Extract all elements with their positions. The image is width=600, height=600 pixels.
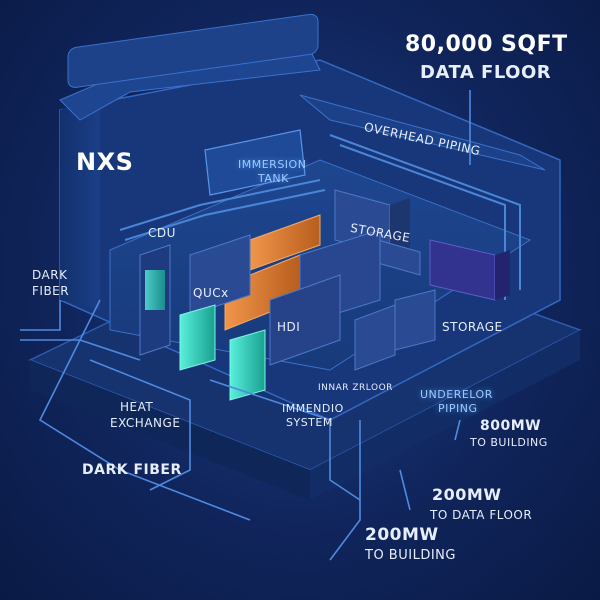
hdi-label: HDI bbox=[277, 320, 301, 334]
power-200-floor-label: 200MW bbox=[432, 485, 502, 504]
power-200-floor-label-2: TO DATA FLOOR bbox=[430, 508, 533, 522]
immersion-tank-label-2: TANK bbox=[258, 172, 289, 185]
dark-fiber-bottom-label: DARK FIBER bbox=[82, 462, 182, 478]
storage-racks-right bbox=[354, 239, 510, 371]
underfloor-piping-label-2: PIPING bbox=[438, 402, 478, 415]
brand-label: NXS bbox=[76, 148, 134, 176]
power-800-label: 800MW bbox=[480, 418, 542, 434]
qucx-label: QUCx bbox=[193, 286, 229, 300]
floor-area-title: 80,000 SQFT bbox=[405, 32, 568, 57]
dark-fiber-left-label-2: FIBER bbox=[32, 284, 70, 298]
blue-racks-center bbox=[189, 229, 381, 366]
immersion-tank bbox=[204, 129, 306, 196]
power-200-building-label-2: TO BUILDING bbox=[365, 548, 456, 563]
heat-exchange-label-2: EXCHANGE bbox=[110, 416, 181, 430]
floor-area-subtitle: DATA FLOOR bbox=[420, 62, 552, 83]
piping-and-leader-lines bbox=[20, 90, 471, 561]
underfloor-piping-label: UNDERELOR bbox=[420, 388, 493, 401]
heat-exchange-label: HEAT bbox=[120, 400, 154, 414]
cdu-units bbox=[139, 244, 266, 401]
immersion-system-label-2: SYSTEM bbox=[286, 416, 333, 429]
cdu-label: CDU bbox=[148, 226, 176, 240]
power-200-building-label: 200MW bbox=[365, 525, 439, 545]
immersion-system-label: IMMENDIO bbox=[282, 402, 344, 415]
storage-right-label: STORAGE bbox=[442, 320, 503, 334]
dark-fiber-left-label: DARK bbox=[32, 268, 68, 282]
inner-floor-label: INNAR ZRLOOR bbox=[318, 383, 393, 393]
immersion-tank-label: IMMERSION bbox=[238, 158, 307, 171]
power-800-label-2: TO BUILDING bbox=[470, 436, 548, 449]
